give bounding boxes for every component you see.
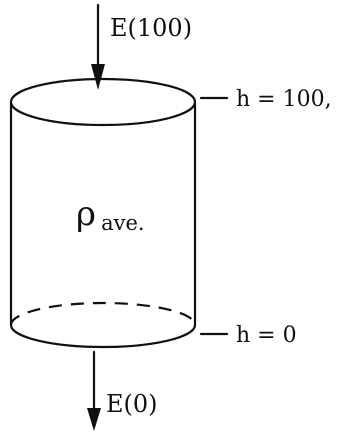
top-flux-label: E(100) [110,14,192,42]
density-subscript: ave. [101,211,145,235]
cylinder [9,77,197,349]
density-symbol: ρ [76,194,96,234]
top-height-label: h = 100, [236,87,332,112]
cylinder-top-face [9,77,197,127]
bottom-height-label: h = 0 [236,323,297,348]
density-label: ρ ave. [76,194,145,235]
cylinder-bottom-front-edge [9,323,197,349]
bottom-flux-arrow [87,350,101,431]
bottom-flux-label: E(0) [106,390,158,418]
cylinder-bottom-back-edge [9,301,197,326]
top-flux-arrow [91,3,105,90]
